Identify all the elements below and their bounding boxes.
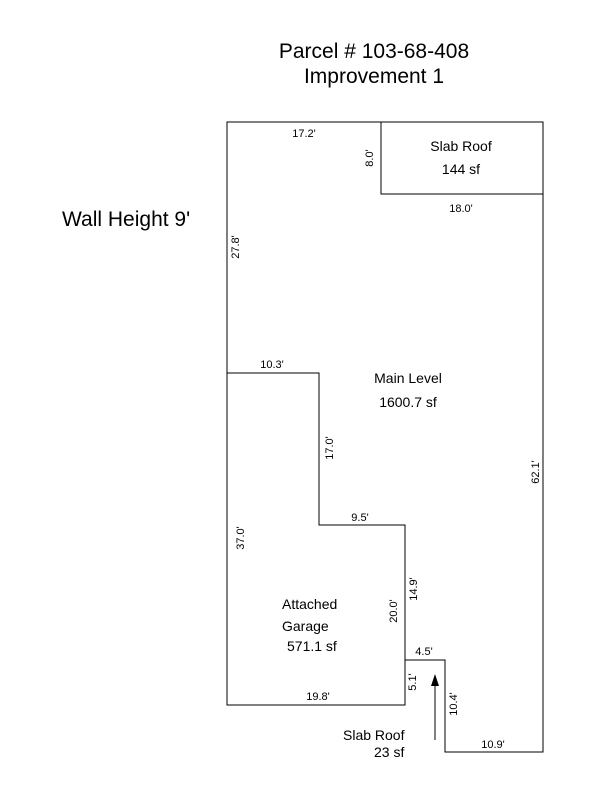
garage-name-line2: Garage [282, 618, 329, 634]
garage-boundary-line [227, 372, 406, 660]
dim-garage-right: 20.0' [388, 599, 400, 623]
improvement-label: Improvement 1 [304, 65, 444, 88]
dim-garage-bottom: 19.8' [306, 691, 330, 703]
dim-bottom-right: 10.9' [481, 739, 505, 751]
slab-roof-bottom-name: Slab Roof [343, 727, 405, 743]
wall-height-label: Wall Height 9' [62, 208, 190, 231]
dim-main-notch: 14.9' [408, 577, 420, 601]
north-arrow-icon [431, 674, 439, 740]
dim-slab-side: 8.0' [364, 149, 376, 166]
dim-right-side: 62.1' [530, 460, 542, 484]
dim-step-top: 10.3' [260, 359, 284, 371]
dim-left-upper: 27.8' [230, 235, 242, 259]
dim-notch-right: 10.4' [448, 692, 460, 716]
slab-roof-top-area: 144 sf [442, 161, 480, 177]
dim-slab-bottom: 18.0' [449, 203, 473, 215]
main-level-name: Main Level [374, 370, 442, 386]
garage-area: 571.1 sf [287, 638, 337, 654]
slab-roof-top-name: Slab Roof [430, 138, 492, 154]
parcel-number: Parcel # 103-68-408 [279, 40, 469, 63]
garage-name-line1: Attached [282, 596, 337, 612]
dim-notch-left: 5.1' [407, 673, 419, 690]
dim-step-mid: 9.5' [351, 512, 368, 524]
dim-notch-top: 4.5' [415, 646, 432, 658]
slab-roof-bottom-area: 23 sf [374, 744, 404, 760]
slab-roof-top-outline [380, 122, 543, 195]
dim-step-vertical: 17.0' [324, 436, 336, 460]
dim-top-left: 17.2' [292, 128, 316, 140]
main-outline [226, 121, 544, 753]
main-level-area: 1600.7 sf [379, 394, 437, 410]
dim-left-lower: 37.0' [235, 526, 247, 550]
